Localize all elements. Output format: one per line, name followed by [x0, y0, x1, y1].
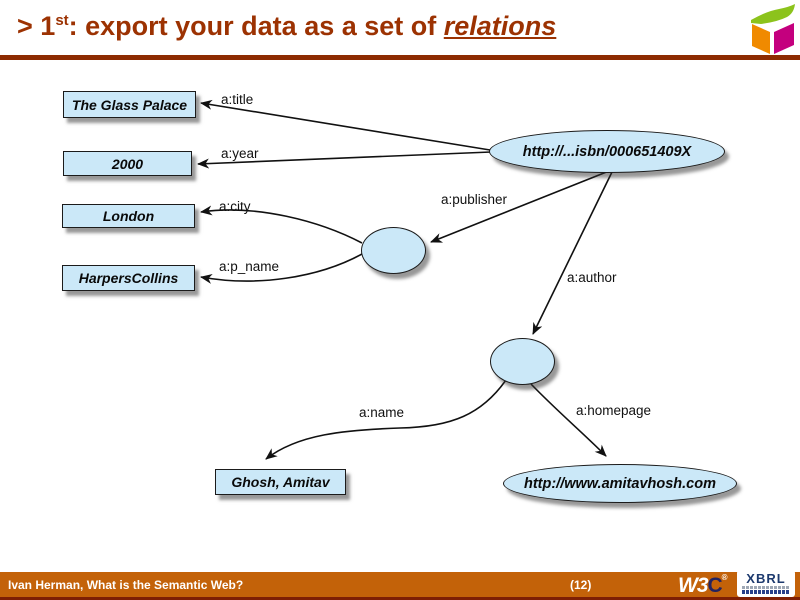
- edge-label-a-p-name: a:p_name: [219, 259, 280, 274]
- blank-node-publisher: [361, 227, 426, 274]
- edge-a-name-line: [265, 379, 507, 460]
- edge-label-a-title: a:title: [221, 92, 254, 107]
- edge-a-publisher-line: [430, 170, 610, 243]
- cube-logo-magenta-face: [774, 23, 794, 54]
- uri-node-homepage: http://www.amitavhosh.com: [503, 464, 737, 503]
- edge-a-homepage-line: [530, 383, 607, 457]
- title-number: 1: [40, 11, 56, 41]
- w3c-logo-registered-mark: ®: [721, 573, 728, 582]
- cube-logo-orange-face: [752, 24, 770, 54]
- blank-node-author: [490, 338, 555, 385]
- w3c-logo-c: C: [707, 574, 723, 597]
- title-emphasis: relations: [443, 11, 557, 41]
- xbrl-logo-microtext: [742, 586, 790, 589]
- edge-a-title-line: [200, 99, 491, 151]
- edge-a-city-line: [200, 205, 363, 244]
- title-rest: : export your data as a set of: [68, 11, 444, 41]
- literal-node-london: London: [62, 204, 195, 228]
- edge-label-a-author: a:author: [567, 270, 617, 285]
- literal-node-2000: 2000: [63, 151, 192, 176]
- footer-bar: Ivan Herman, What is the Semantic Web? (…: [0, 572, 800, 600]
- title-divider: [0, 55, 800, 60]
- xbrl-logo-text: XBRL: [746, 571, 786, 586]
- edge-label-a-homepage: a:homepage: [576, 403, 652, 418]
- cube-logo-green-leaf: [751, 4, 795, 24]
- literal-node-glass-palace: The Glass Palace: [63, 91, 196, 118]
- xbrl-logo-stripe-bar: [742, 590, 790, 594]
- uri-node-isbn: http://...isbn/000651409X: [489, 130, 725, 173]
- w3c-logo-w3: W3: [678, 574, 708, 597]
- title-ordinal: st: [55, 12, 69, 29]
- page-number: (12): [570, 578, 592, 592]
- literal-node-ghosh-amitav: Ghosh, Amitav: [215, 469, 346, 495]
- edge-label-a-publisher: a:publisher: [441, 192, 508, 207]
- edge-label-a-name: a:name: [359, 405, 405, 420]
- edge-label-a-city: a:city: [219, 199, 251, 214]
- edge-a-year-line: [197, 151, 492, 169]
- footer-credit: Ivan Herman, What is the Semantic Web?: [8, 578, 244, 592]
- edge-label-a-year: a:year: [221, 146, 259, 161]
- title-bullet: >: [17, 11, 41, 41]
- w3c-logo: W3C®: [678, 573, 728, 598]
- xbrl-logo: XBRL: [737, 570, 795, 597]
- page-title: > 1st: export your data as a set of rela…: [17, 11, 556, 42]
- cube-logo-icon: [751, 4, 795, 54]
- edge-a-p-name-line: [200, 253, 363, 284]
- literal-node-harperscollins: HarpersCollins: [62, 265, 195, 291]
- edge-a-author-line: [532, 171, 613, 335]
